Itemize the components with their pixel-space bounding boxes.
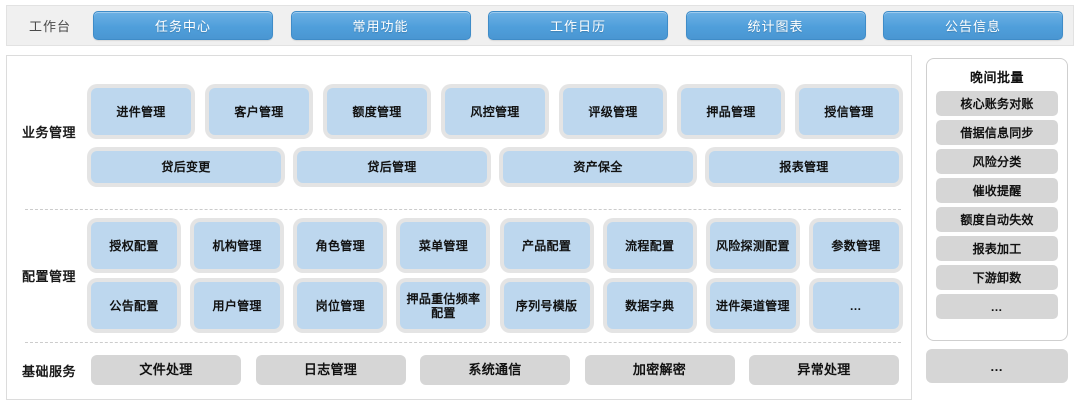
tab-announcements[interactable]: 公告信息: [883, 11, 1063, 40]
service-system-communication[interactable]: 系统通信: [420, 355, 570, 385]
module-limit-management[interactable]: 额度管理: [327, 88, 427, 135]
nightly-batch-title: 晚间批量: [969, 70, 1024, 85]
tab-work-calendar[interactable]: 工作日历: [488, 11, 668, 40]
module-role-management[interactable]: 角色管理: [297, 222, 384, 269]
right-column: 晚间批量 核心账务对账 借据信息同步 风险分类 催收提醒 额度自动失效 报表加工…: [920, 55, 1074, 400]
section-label-basic: 基础服务: [21, 363, 76, 379]
section-business-management: 业务管理 进件管理 客户管理 额度管理 风控管理 评级管理 押品管理 授信管理 …: [7, 56, 911, 209]
module-intake-management[interactable]: 进件管理: [91, 88, 191, 135]
module-authorization-config[interactable]: 授权配置: [91, 222, 177, 269]
module-config-more[interactable]: …: [812, 282, 899, 329]
batch-core-accounting-reconciliation[interactable]: 核心账务对账: [936, 91, 1058, 116]
module-collateral-management[interactable]: 押品管理: [681, 88, 781, 135]
basic-services-row: 文件处理 日志管理 系统通信 加密解密 异常处理: [91, 355, 899, 385]
section-body-config: 授权配置 机构管理 角色管理 菜单管理 产品配置 流程配置 风险探测配置 参数管…: [91, 222, 911, 329]
batch-more[interactable]: …: [936, 294, 1058, 319]
config-row-2: 公告配置 用户管理 岗位管理 押品重估频率配置 序列号模版 数据字典 进件渠道管…: [91, 282, 899, 329]
top-tab-list: 任务中心 常用功能 工作日历 统计图表 公告信息: [93, 11, 1073, 40]
module-post-loan-management[interactable]: 贷后管理: [297, 151, 487, 183]
business-row-1: 进件管理 客户管理 额度管理 风控管理 评级管理 押品管理 授信管理: [91, 88, 899, 135]
module-position-management[interactable]: 岗位管理: [297, 282, 384, 329]
service-file-processing[interactable]: 文件处理: [91, 355, 241, 385]
batch-report-processing[interactable]: 报表加工: [936, 236, 1058, 261]
module-serial-number-template[interactable]: 序列号模版: [503, 282, 590, 329]
service-encryption-decryption[interactable]: 加密解密: [584, 355, 735, 385]
module-menu-management[interactable]: 菜单管理: [400, 222, 487, 269]
section-configuration-management: 配置管理 授权配置 机构管理 角色管理 菜单管理 产品配置 流程配置 风险探测配…: [7, 209, 911, 342]
module-parameter-management[interactable]: 参数管理: [812, 222, 899, 269]
module-risk-detection-config[interactable]: 风险探测配置: [709, 222, 796, 269]
business-row-2: 贷后变更 贷后管理 资产保全 报表管理: [91, 151, 899, 183]
module-credit-management[interactable]: 授信管理: [799, 88, 899, 135]
module-collateral-revaluation-frequency-config[interactable]: 押品重估频率配置: [400, 282, 487, 329]
module-asset-preservation[interactable]: 资产保全: [503, 151, 693, 183]
right-column-more[interactable]: …: [926, 349, 1068, 383]
module-data-dictionary[interactable]: 数据字典: [606, 282, 693, 329]
batch-risk-classification[interactable]: 风险分类: [936, 149, 1058, 174]
tab-common-functions[interactable]: 常用功能: [290, 11, 471, 40]
section-basic-services: 基础服务 文件处理 日志管理 系统通信 加密解密 异常处理: [7, 342, 911, 398]
module-customer-management[interactable]: 客户管理: [209, 88, 309, 135]
workbench-label: 工作台: [28, 19, 71, 34]
module-user-management[interactable]: 用户管理: [194, 282, 281, 329]
divider-config-basic: [25, 342, 901, 343]
tab-statistics-chart[interactable]: 统计图表: [685, 11, 866, 40]
batch-collection-reminder[interactable]: 催收提醒: [936, 178, 1058, 203]
nightly-batch-panel: 晚间批量 核心账务对账 借据信息同步 风险分类 催收提醒 额度自动失效 报表加工…: [926, 58, 1068, 341]
tab-task-center[interactable]: 任务中心: [93, 11, 273, 40]
service-exception-handling[interactable]: 异常处理: [749, 355, 899, 385]
service-log-management[interactable]: 日志管理: [255, 355, 406, 385]
top-navigation-bar: 工作台 任务中心 常用功能 工作日历 统计图表 公告信息: [6, 5, 1074, 46]
modules-frame: 业务管理 进件管理 客户管理 额度管理 风控管理 评级管理 押品管理 授信管理 …: [6, 55, 912, 400]
divider-business-config: [25, 209, 901, 210]
module-risk-control-management[interactable]: 风控管理: [445, 88, 545, 135]
section-label-config: 配置管理: [21, 269, 76, 284]
module-post-loan-change[interactable]: 贷后变更: [91, 151, 281, 183]
module-rating-management[interactable]: 评级管理: [563, 88, 663, 135]
section-body-business: 进件管理 客户管理 额度管理 风控管理 评级管理 押品管理 授信管理 贷后变更 …: [91, 82, 911, 183]
module-product-config[interactable]: 产品配置: [503, 222, 590, 269]
module-process-config[interactable]: 流程配置: [606, 222, 693, 269]
module-organization-management[interactable]: 机构管理: [194, 222, 281, 269]
section-label-business: 业务管理: [21, 125, 76, 140]
batch-credit-limit-auto-expire[interactable]: 额度自动失效: [936, 207, 1058, 232]
module-announcement-config[interactable]: 公告配置: [91, 282, 177, 329]
config-row-1: 授权配置 机构管理 角色管理 菜单管理 产品配置 流程配置 风险探测配置 参数管…: [91, 222, 899, 269]
module-report-management[interactable]: 报表管理: [709, 151, 899, 183]
section-body-basic: 文件处理 日志管理 系统通信 加密解密 异常处理: [91, 355, 911, 385]
module-intake-channel-management[interactable]: 进件渠道管理: [709, 282, 796, 329]
batch-loan-receipt-sync[interactable]: 借据信息同步: [936, 120, 1058, 145]
batch-downstream-data-unload[interactable]: 下游卸数: [936, 265, 1058, 290]
